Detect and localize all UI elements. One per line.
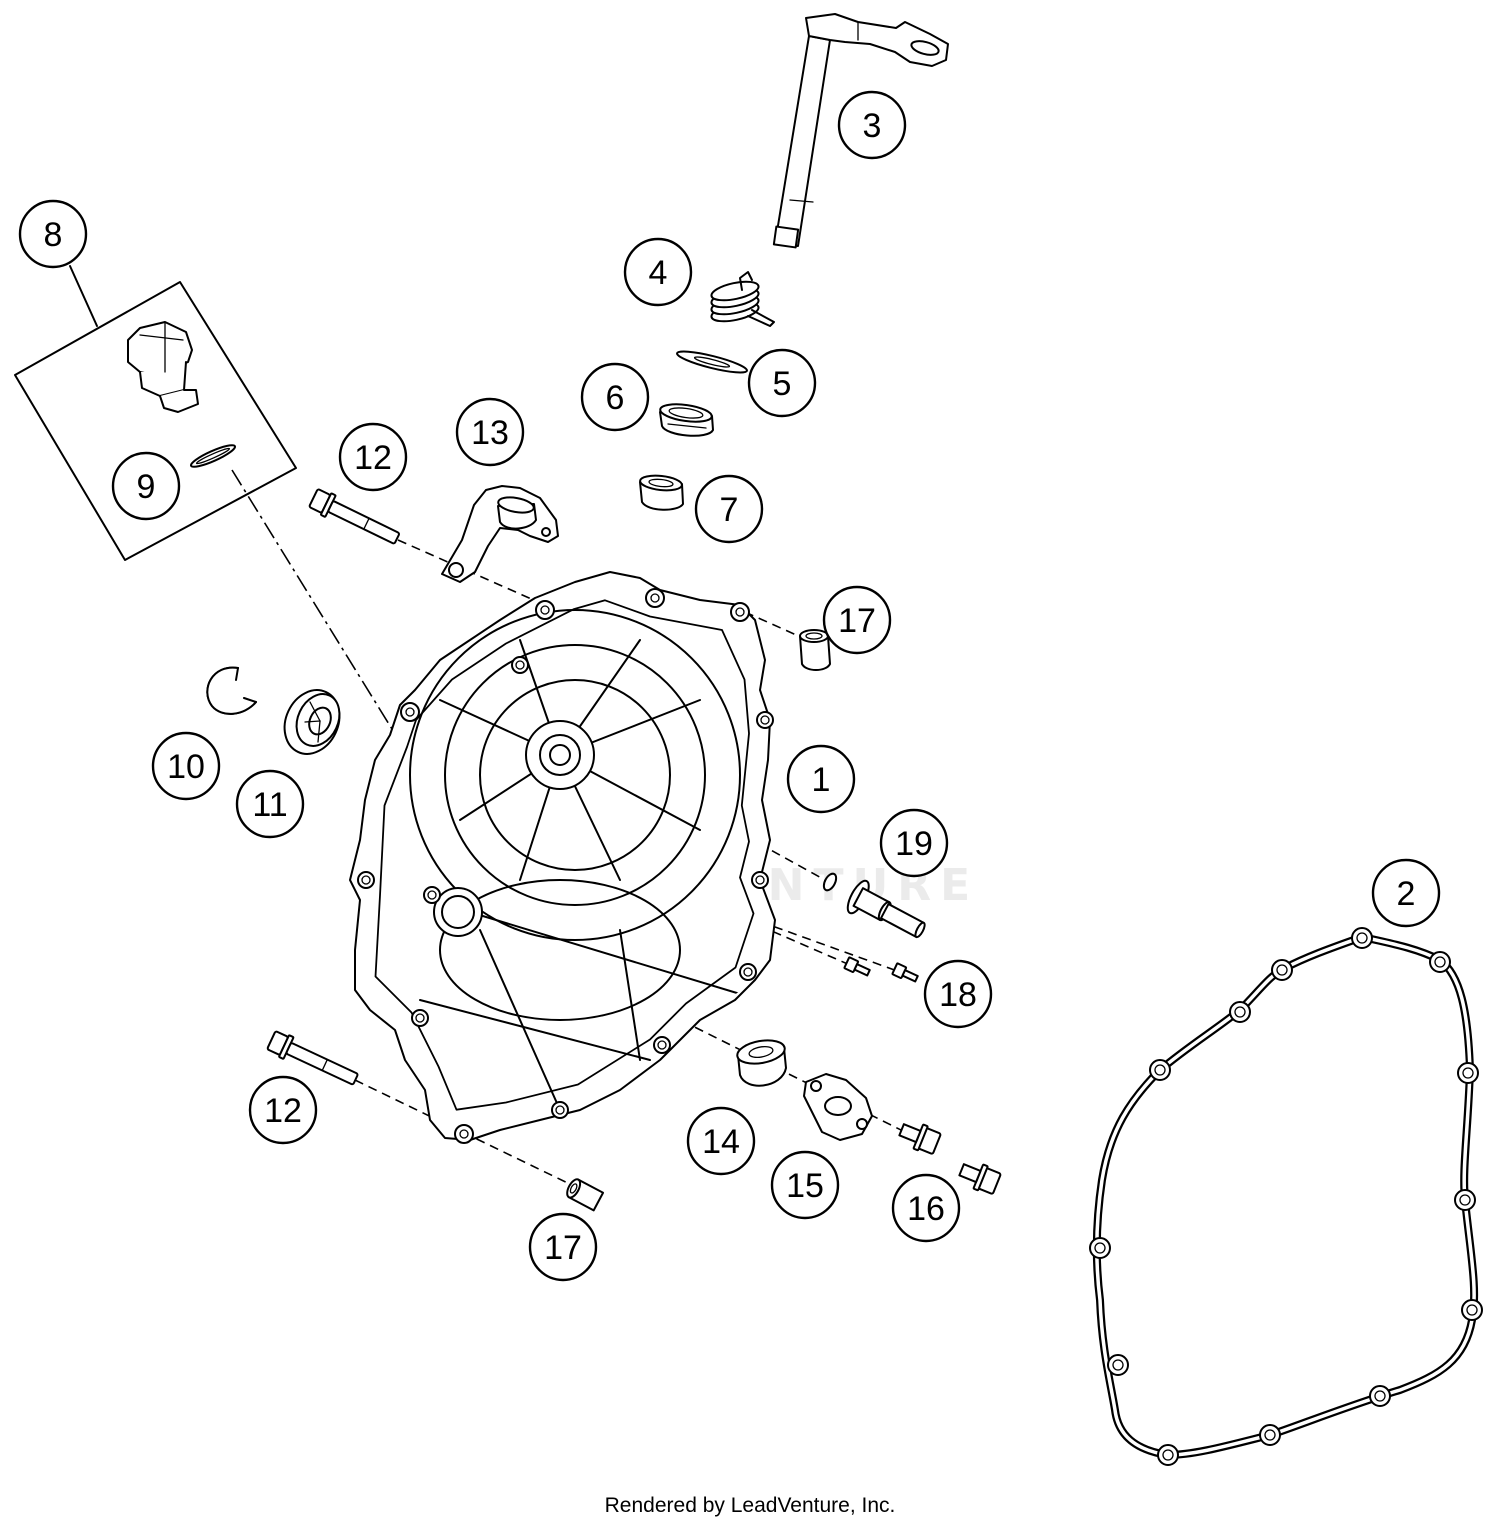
callout-8: 8 xyxy=(18,199,88,269)
part-4-spring xyxy=(710,271,775,327)
part-3-lever-shaft xyxy=(772,13,949,249)
callout-3: 3 xyxy=(837,90,907,160)
callout-1: 1 xyxy=(786,744,856,814)
part-18-screw-b xyxy=(891,962,919,983)
sleeve-17-top-axis-line xyxy=(744,611,804,639)
part-7-bushing xyxy=(639,474,684,511)
part-17-sleeve-bottom xyxy=(566,1178,605,1212)
callout-18: 18 xyxy=(923,959,993,1029)
screw-18-axis-line-a xyxy=(469,799,851,966)
part-5-washer xyxy=(676,350,748,374)
callout-4: 4 xyxy=(623,237,693,307)
callout-label: 1 xyxy=(812,761,831,799)
callout-7: 7 xyxy=(694,474,764,544)
callout-11: 11 xyxy=(235,769,305,839)
part-19-pin xyxy=(822,872,926,939)
callout-17-top: 17 xyxy=(822,585,892,655)
callout-label: 15 xyxy=(786,1167,824,1205)
part-14-spacer xyxy=(736,1039,787,1087)
cover-bolt-holes xyxy=(357,588,774,1144)
callout-9: 9 xyxy=(111,451,181,521)
callout-2: 2 xyxy=(1371,858,1441,928)
part-16-bolt-b xyxy=(958,1163,1002,1195)
callout-label: 11 xyxy=(252,786,287,824)
part-17-sleeve-top xyxy=(799,629,831,671)
callout-label: 8 xyxy=(44,216,63,254)
part-1-cover xyxy=(349,571,776,1144)
callout-label: 17 xyxy=(838,602,876,640)
footer-credit: Rendered by LeadVenture, Inc. xyxy=(605,1494,896,1517)
callout-label: 4 xyxy=(649,254,668,292)
callout-5: 5 xyxy=(747,348,817,418)
callout-label: 14 xyxy=(702,1123,740,1161)
gasket-holes xyxy=(1089,927,1483,1466)
part-12-bolt-top xyxy=(308,488,400,545)
plug-kit-box xyxy=(14,281,297,561)
part-10-circlip xyxy=(206,666,257,715)
part-13-bracket xyxy=(441,485,559,583)
callout-label: 12 xyxy=(354,439,392,477)
callout-label: 6 xyxy=(606,379,625,417)
callout-label: 10 xyxy=(167,748,205,786)
callout-19: 19 xyxy=(879,808,949,878)
callout-16: 16 xyxy=(891,1173,961,1243)
callout-label: 2 xyxy=(1397,875,1416,913)
callout-label: 19 xyxy=(895,825,933,863)
part-8-plug xyxy=(127,321,199,413)
callout-label: 13 xyxy=(471,414,509,452)
part-9-o-ring xyxy=(189,444,237,468)
callout-label: 16 xyxy=(907,1190,945,1228)
part-18-screw-a xyxy=(843,956,871,977)
callout-14: 14 xyxy=(686,1106,756,1176)
callout-label: 3 xyxy=(863,107,882,145)
callout-17-bottom: 17 xyxy=(528,1212,598,1282)
callout-12-bottom: 12 xyxy=(248,1075,318,1145)
callout-label: 5 xyxy=(773,365,792,403)
part-6-bearing xyxy=(659,403,714,437)
part-16-bolt-a xyxy=(898,1123,942,1155)
part-15-plate xyxy=(803,1073,873,1141)
callout-13: 13 xyxy=(455,397,525,467)
part-12-bolt-bottom xyxy=(266,1030,359,1086)
callout-label: 12 xyxy=(264,1092,302,1130)
callouts: 8 3 4 5 6 13 12 9 7 17 1 10 11 19 2 18 1… xyxy=(18,90,1441,1282)
callout-12-top: 12 xyxy=(338,422,408,492)
callout-label: 18 xyxy=(939,976,977,1014)
plug-axis-line xyxy=(231,469,401,743)
callout-15: 15 xyxy=(770,1150,840,1220)
callout-label: 17 xyxy=(544,1229,582,1267)
callout-6: 6 xyxy=(580,362,650,432)
callout-label: 9 xyxy=(137,468,156,506)
part-11-seal xyxy=(283,689,341,755)
callout-label: 7 xyxy=(720,491,739,529)
part-2-gasket xyxy=(1089,927,1483,1466)
callout-8-leader xyxy=(69,265,98,327)
callout-10: 10 xyxy=(151,731,221,801)
